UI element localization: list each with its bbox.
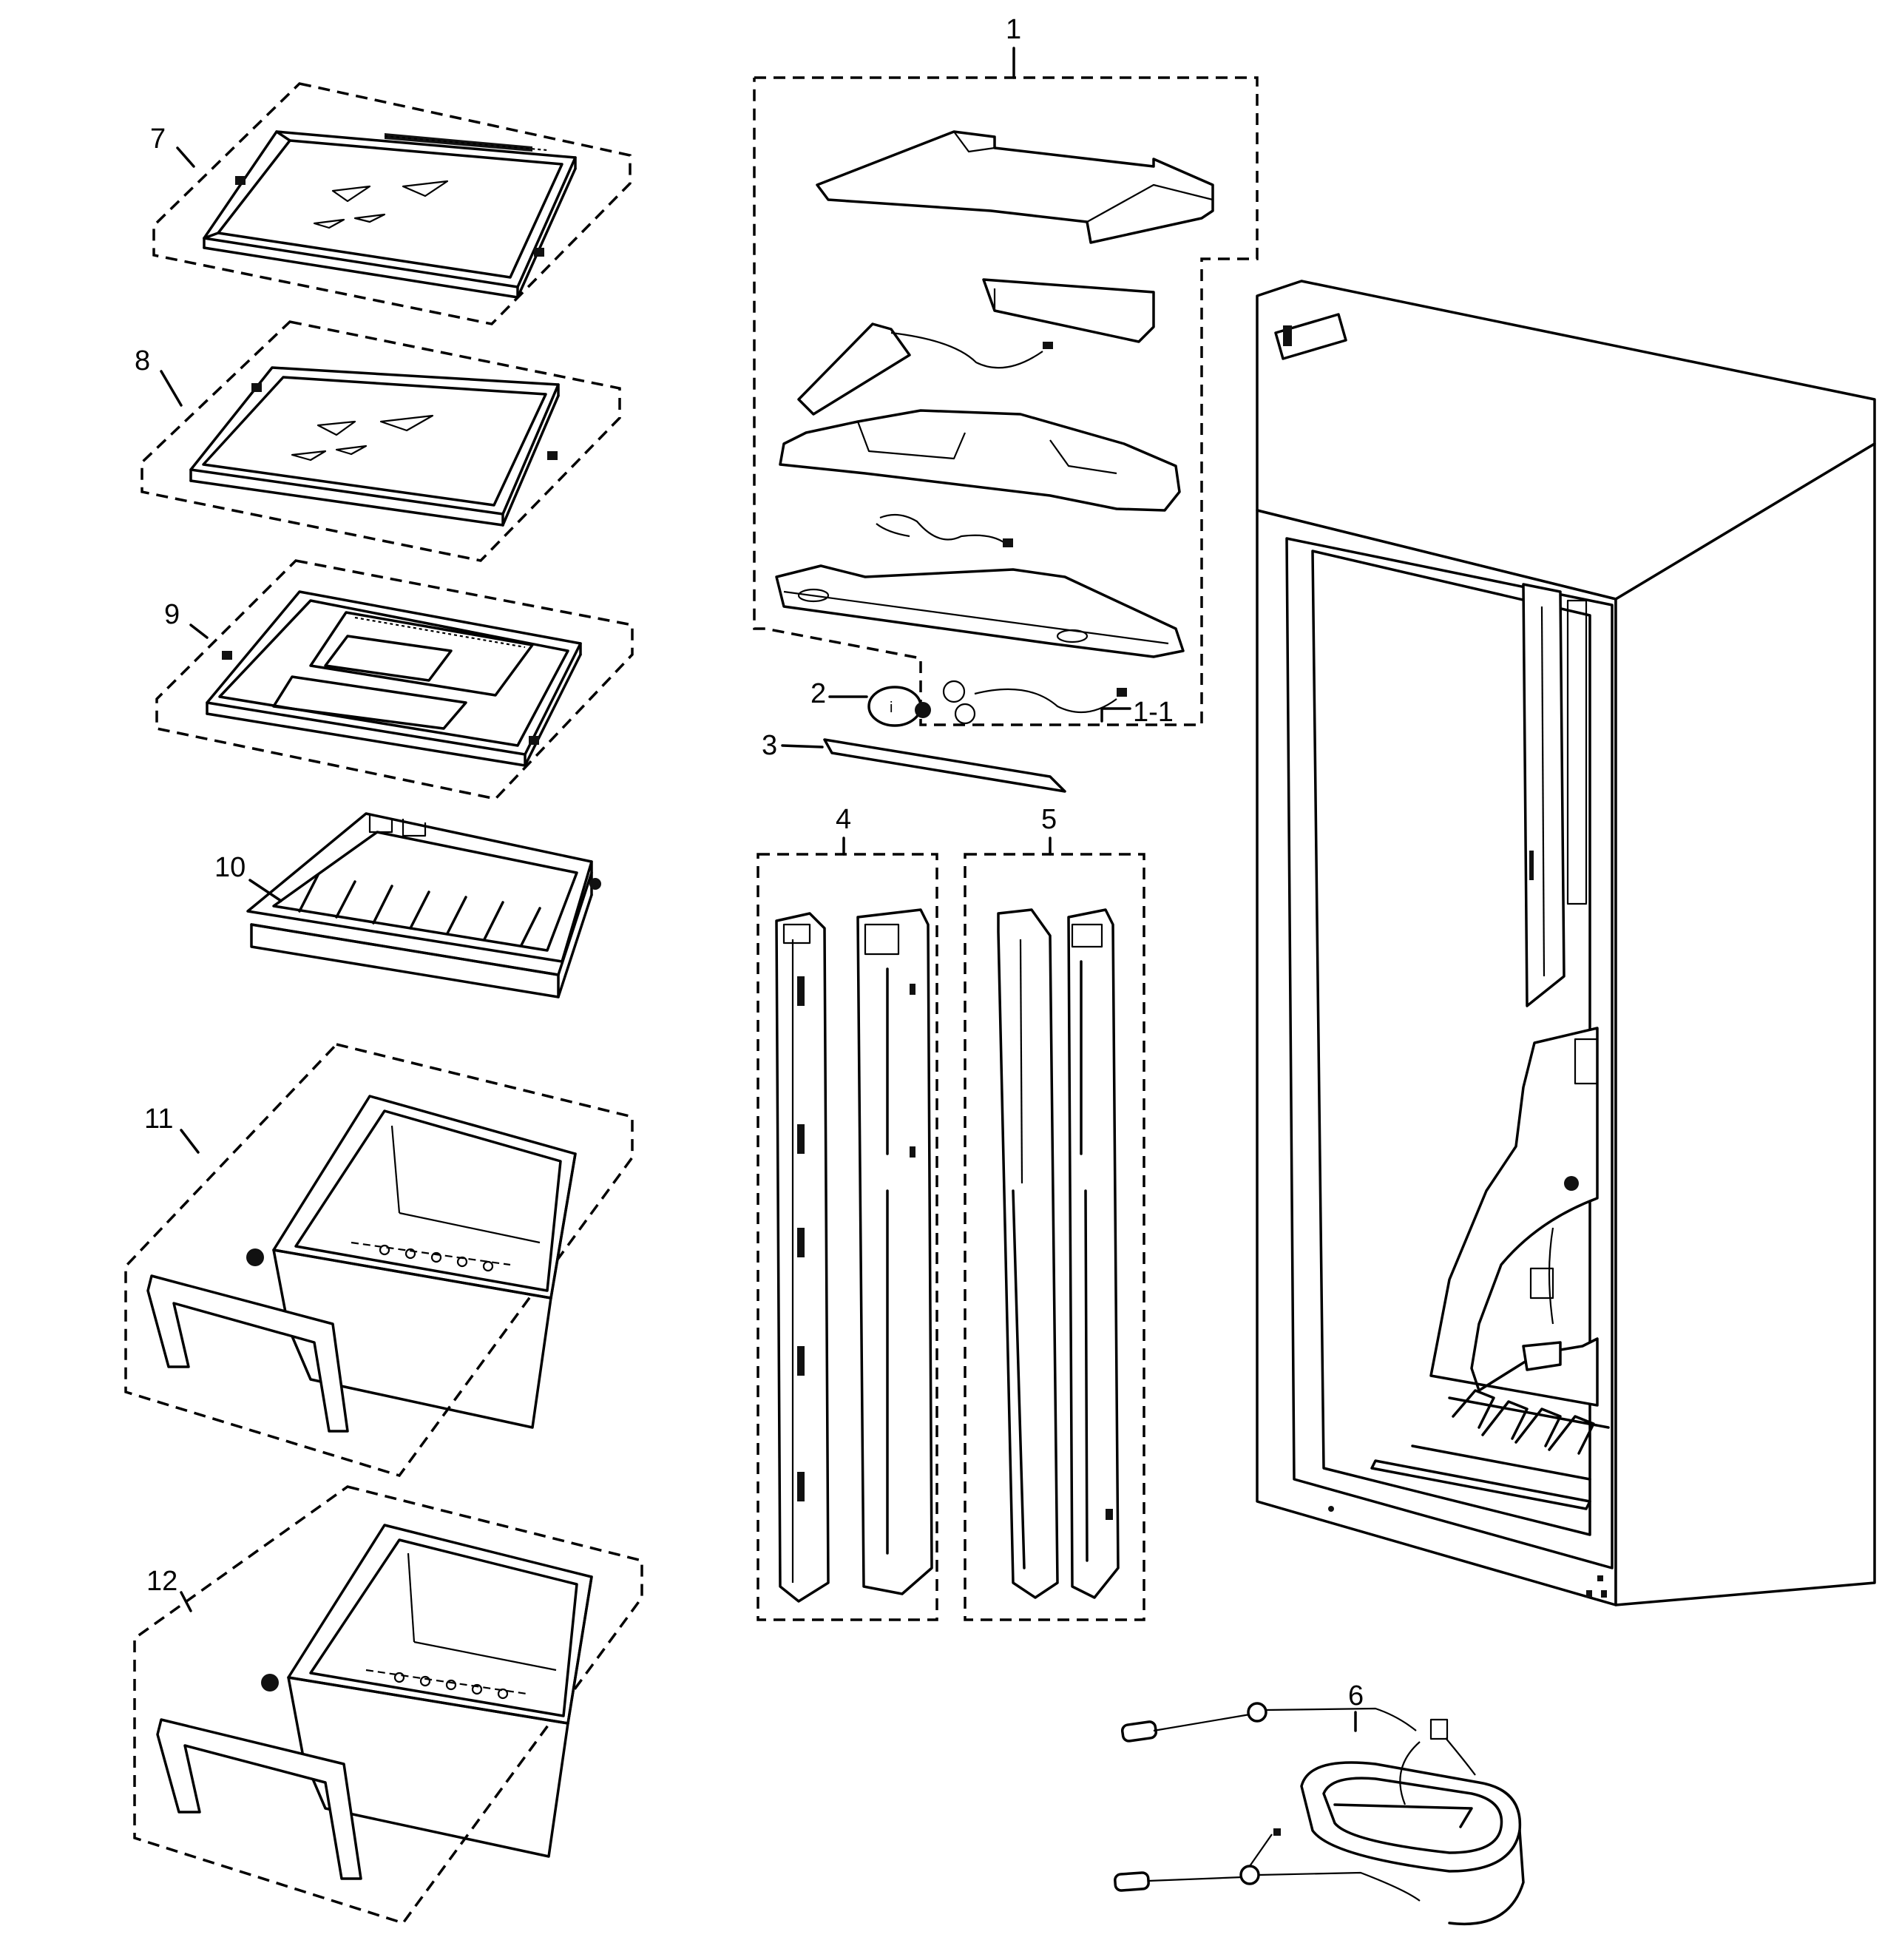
part-1-1-harness [942,680,1127,725]
callout-1-1: 1-1 [1133,697,1174,728]
callout-5: 5 [1041,804,1057,835]
part-11-crisper [124,1043,634,1478]
part-7-shelf [152,82,632,325]
callout-1: 1 [1006,14,1021,45]
callout-2: 2 [810,678,826,709]
svg-text:i: i [890,700,893,716]
part-9-crisper-cover [155,559,634,800]
part-4-rails [756,853,938,1621]
part-8-shelf [141,320,621,562]
callout-9: 9 [164,599,180,630]
part-3-strip [823,738,1066,793]
part-5-rails [964,853,1145,1621]
part-12-crisper [133,1485,643,1925]
callout-3: 3 [762,730,777,761]
callout-4: 4 [836,804,851,835]
part-6-heater [1114,1702,1525,1925]
callout-12: 12 [146,1566,177,1597]
part-1-assembly [753,76,1259,726]
refrigerator-cabinet [1256,280,1876,1606]
callout-11: 11 [144,1104,173,1135]
callout-8: 8 [135,345,150,376]
part-2-lamp: i [867,686,931,727]
callout-6: 6 [1348,1680,1364,1711]
part-10-tray [246,812,601,998]
callout-10: 10 [214,852,246,883]
callout-7: 7 [150,124,166,155]
